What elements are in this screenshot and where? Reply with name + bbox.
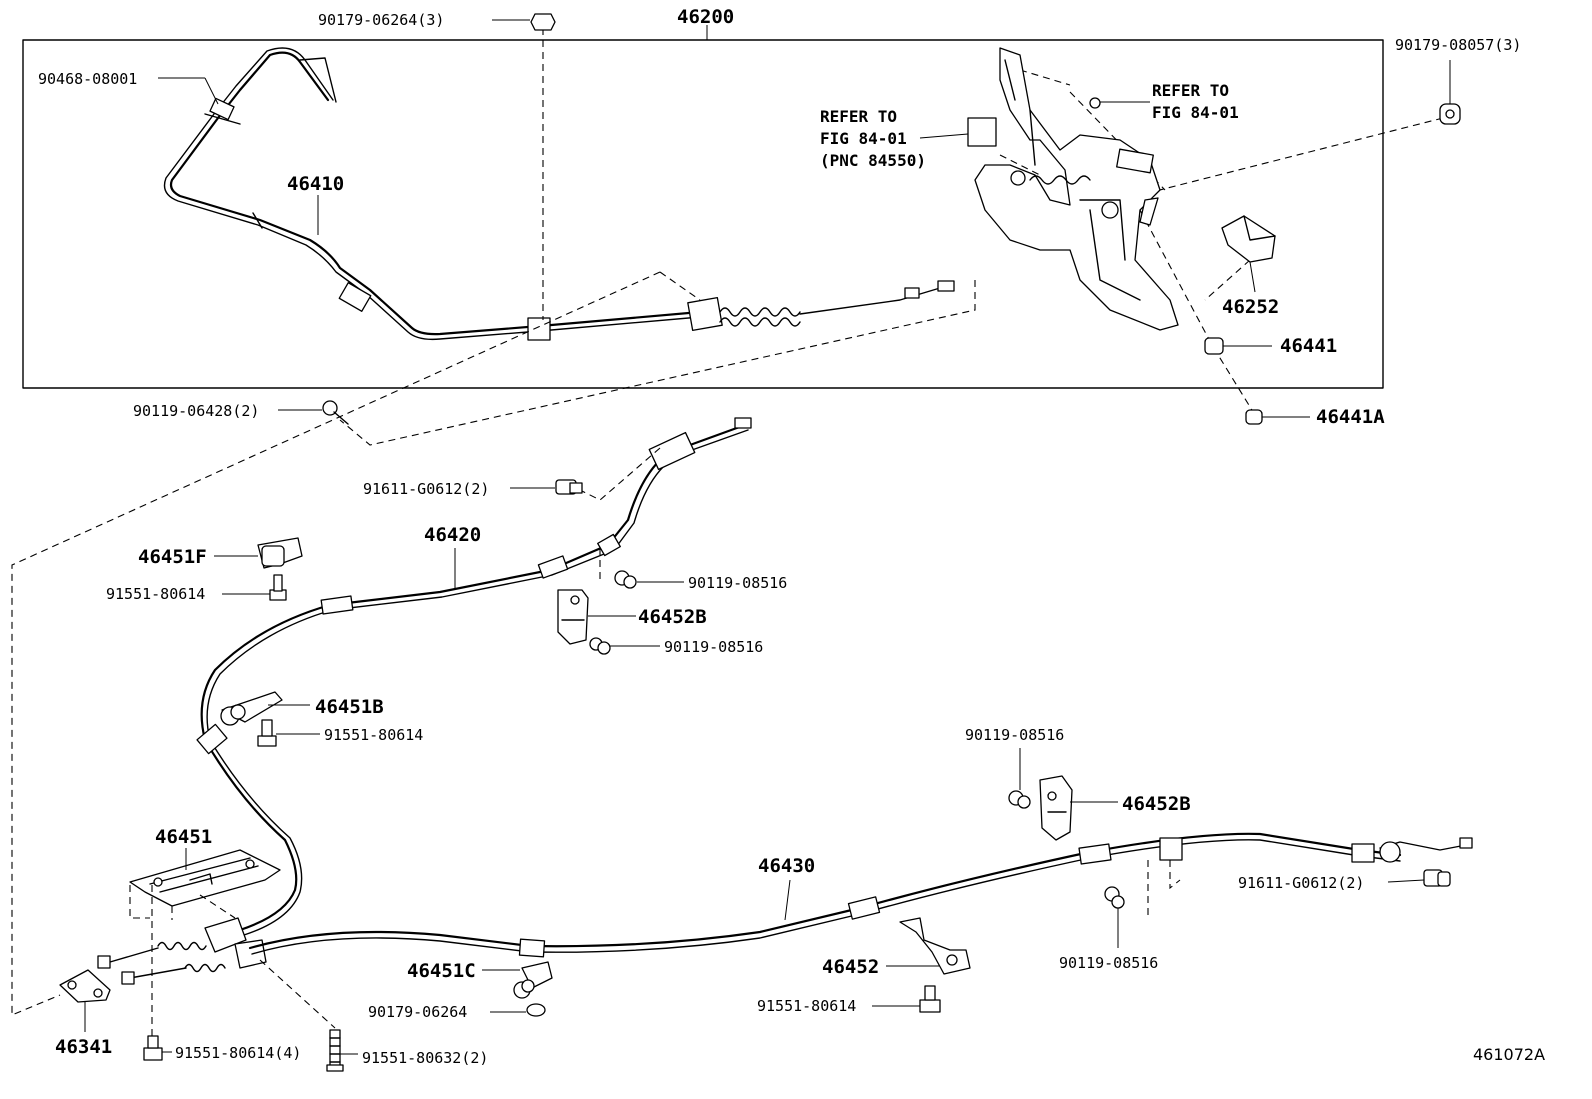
- clamp-46451F: [257, 537, 303, 569]
- label-91551-80614-4: 91551-80614(4): [175, 1044, 301, 1062]
- cable-46410-spring: [687, 280, 955, 332]
- bolt-91611-G0612-top: [555, 479, 583, 495]
- label-46430: 46430: [758, 855, 815, 877]
- bracket-46452B-b: [1039, 775, 1073, 841]
- dash-line-bracket: [1019, 69, 1071, 86]
- nut-90179-06264-3: [530, 13, 556, 31]
- dash-line-long-left: [11, 271, 661, 1016]
- label-46200: 46200: [677, 6, 734, 28]
- label-91551-80614-a: 91551-80614: [106, 585, 205, 603]
- cable-46420: [196, 417, 752, 936]
- dash-line-90179-08057: [1139, 117, 1444, 196]
- bolt-90119-08516-a: [614, 570, 637, 589]
- label-46451B: 46451B: [315, 696, 384, 718]
- label-90179-08057-3: 90179-08057(3): [1395, 36, 1521, 54]
- label-91551-80614-b: 91551-80614: [324, 726, 423, 744]
- leader-46430: [784, 879, 791, 921]
- cable-46430: [248, 832, 1473, 958]
- label-46420: 46420: [424, 524, 481, 546]
- label-46451: 46451: [155, 826, 212, 848]
- dash-line-46451: [129, 885, 236, 920]
- clamp-46451B: [220, 691, 283, 726]
- refer-upper-leader: [919, 133, 969, 139]
- bolt-90119-08516-d: [1104, 886, 1125, 909]
- diagram-code: 461072A: [1473, 1045, 1545, 1064]
- refer-right-line1: REFER TO: [1152, 81, 1229, 100]
- bolt-90119-06428: [322, 400, 349, 425]
- nut-46441A: [1245, 409, 1263, 425]
- cable-46410: [163, 47, 955, 341]
- plate-46451: [129, 849, 281, 907]
- label-46341: 46341: [55, 1036, 112, 1058]
- refer-right-line2: FIG 84-01: [1152, 103, 1239, 122]
- bolt-91551-80614-c: [919, 985, 941, 1013]
- bolt-90119-08516-c: [1008, 790, 1031, 809]
- parking-brake-lever-assembly: [974, 47, 1179, 331]
- assembly-46200-box: [22, 39, 1384, 389]
- bolt-91551-80614-a: [269, 574, 287, 601]
- leader-46252: [1249, 261, 1256, 293]
- label-90119-08516-d: 90119-08516: [1059, 954, 1158, 972]
- label-90119-08516-c: 90119-08516: [965, 726, 1064, 744]
- leader-90468-08001-b: [204, 77, 219, 105]
- label-46441: 46441: [1280, 335, 1337, 357]
- label-46452B-b: 46452B: [1122, 793, 1191, 815]
- label-91551-80632-2: 91551-80632(2): [362, 1049, 488, 1067]
- dash-line-46252: [1204, 259, 1251, 301]
- label-90179-06264-3: 90179-06264(3): [318, 11, 444, 29]
- refer-clip-part: [967, 117, 997, 147]
- bracket-46452B-a: [557, 589, 589, 645]
- clamp-46451C: [513, 961, 553, 999]
- label-46410: 46410: [287, 173, 344, 195]
- label-46252: 46252: [1222, 296, 1279, 318]
- dash-line-refer-upper: [999, 154, 1041, 176]
- label-46441A: 46441A: [1316, 406, 1385, 428]
- label-46451F: 46451F: [138, 546, 207, 568]
- label-91611-G0612-2-top: 91611-G0612(2): [363, 480, 489, 498]
- refer-upper-line3: (PNC 84550): [820, 151, 926, 170]
- bolt-91551-80632-2: [326, 1029, 344, 1072]
- leader-91611-G0612-bottom: [1387, 879, 1425, 883]
- dash-line-upper-left: [339, 280, 976, 446]
- label-46451C: 46451C: [407, 960, 476, 982]
- nut-90179-06264: [526, 1003, 546, 1017]
- label-91551-80614-c: 91551-80614: [757, 997, 856, 1015]
- bolt-91551-80614-4: [143, 1035, 163, 1061]
- bracket-46452: [899, 917, 971, 975]
- dash-line-upper-mid: [659, 271, 701, 301]
- refer-upper-line2: FIG 84-01: [820, 129, 907, 148]
- bracket-46341: [59, 969, 111, 1003]
- label-46452B-a: 46452B: [638, 606, 707, 628]
- label-90468-08001: 90468-08001: [38, 70, 137, 88]
- bolt-90119-08516-b: [589, 637, 611, 655]
- equalizer-bracket: [97, 917, 267, 985]
- nut-90179-08057: [1439, 103, 1461, 125]
- label-46452: 46452: [822, 956, 879, 978]
- label-90119-06428-2: 90119-06428(2): [133, 402, 259, 420]
- label-90119-08516-a: 90119-08516: [688, 574, 787, 592]
- dash-line-46430-brackets: [1147, 860, 1181, 918]
- dash-line-46441: [1139, 209, 1256, 416]
- refer-right-screw: [1089, 97, 1101, 109]
- dash-line-91551-80632: [259, 959, 336, 1029]
- label-90179-06264: 90179-06264: [368, 1003, 467, 1021]
- label-90119-08516-b: 90119-08516: [664, 638, 763, 656]
- nut-46441: [1204, 337, 1224, 355]
- part-46252: [1221, 215, 1276, 263]
- bolt-91611-G0612-bottom: [1423, 869, 1451, 887]
- bolt-91551-80614-b: [257, 719, 277, 747]
- refer-upper-line1: REFER TO: [820, 107, 897, 126]
- label-91611-G0612-2-bottom: 91611-G0612(2): [1238, 874, 1364, 892]
- dash-line-91611-top: [579, 447, 661, 501]
